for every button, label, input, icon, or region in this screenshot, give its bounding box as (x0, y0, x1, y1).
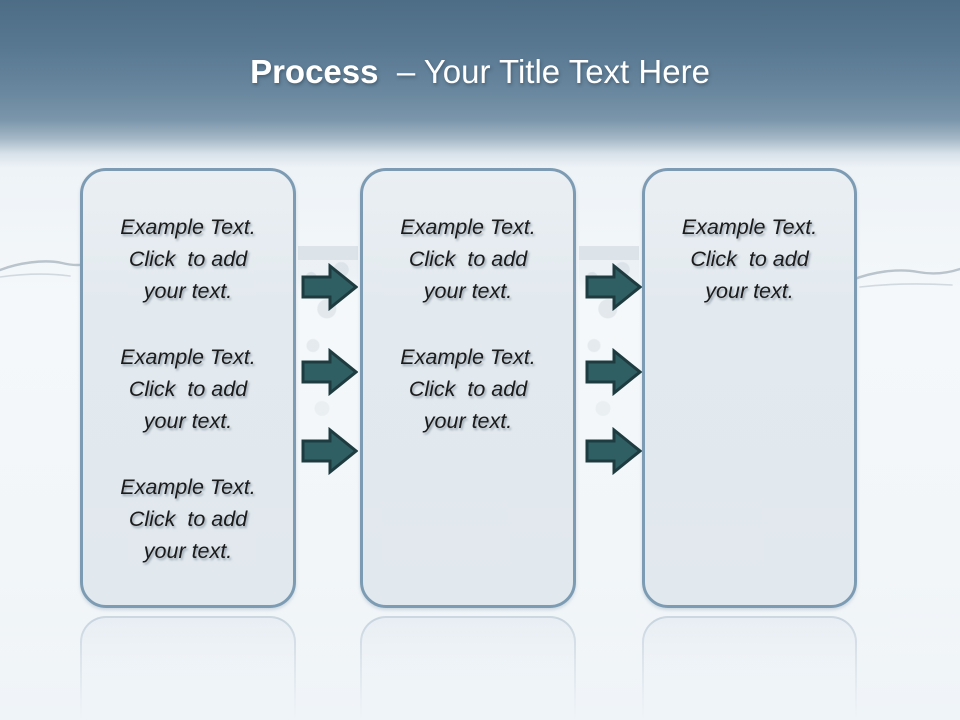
text-placeholder[interactable]: Example Text. Click to add your text. (120, 345, 256, 433)
waterline-right-decoration (852, 267, 960, 288)
arrow-right-icon (301, 427, 358, 475)
arrow-right-icon (585, 263, 642, 311)
box-reflection (360, 616, 576, 720)
arrow-right-icon (585, 348, 642, 396)
text-placeholder[interactable]: Example Text. Click to add your text. (120, 475, 256, 563)
text-placeholder[interactable]: Example Text. Click to add your text. (120, 215, 256, 303)
process-box-2: Example Text. Click to add your text. Ex… (360, 168, 576, 608)
arrow-right-icon (301, 263, 358, 311)
box-reflection (80, 616, 296, 720)
process-box-1: Example Text. Click to add your text. Ex… (80, 168, 296, 608)
arrow-right-icon (585, 427, 642, 475)
title-keyword: Process (250, 53, 379, 90)
text-placeholder[interactable]: Example Text. Click to add your text. (681, 215, 818, 303)
title-text: – Your Title Text Here (378, 53, 710, 90)
waterline-left-decoration (0, 260, 90, 278)
arrow-right-icon (301, 348, 358, 396)
title-bar: Process – Your Title Text Here (0, 0, 960, 130)
text-placeholder[interactable]: Example Text. Click to add your text. (400, 345, 536, 433)
process-box-3: Example Text. Click to add your text. (642, 168, 857, 608)
slide-title: Process – Your Title Text Here (250, 0, 710, 92)
box-reflection (642, 616, 857, 720)
text-placeholder[interactable]: Example Text. Click to add your text. (400, 215, 536, 303)
